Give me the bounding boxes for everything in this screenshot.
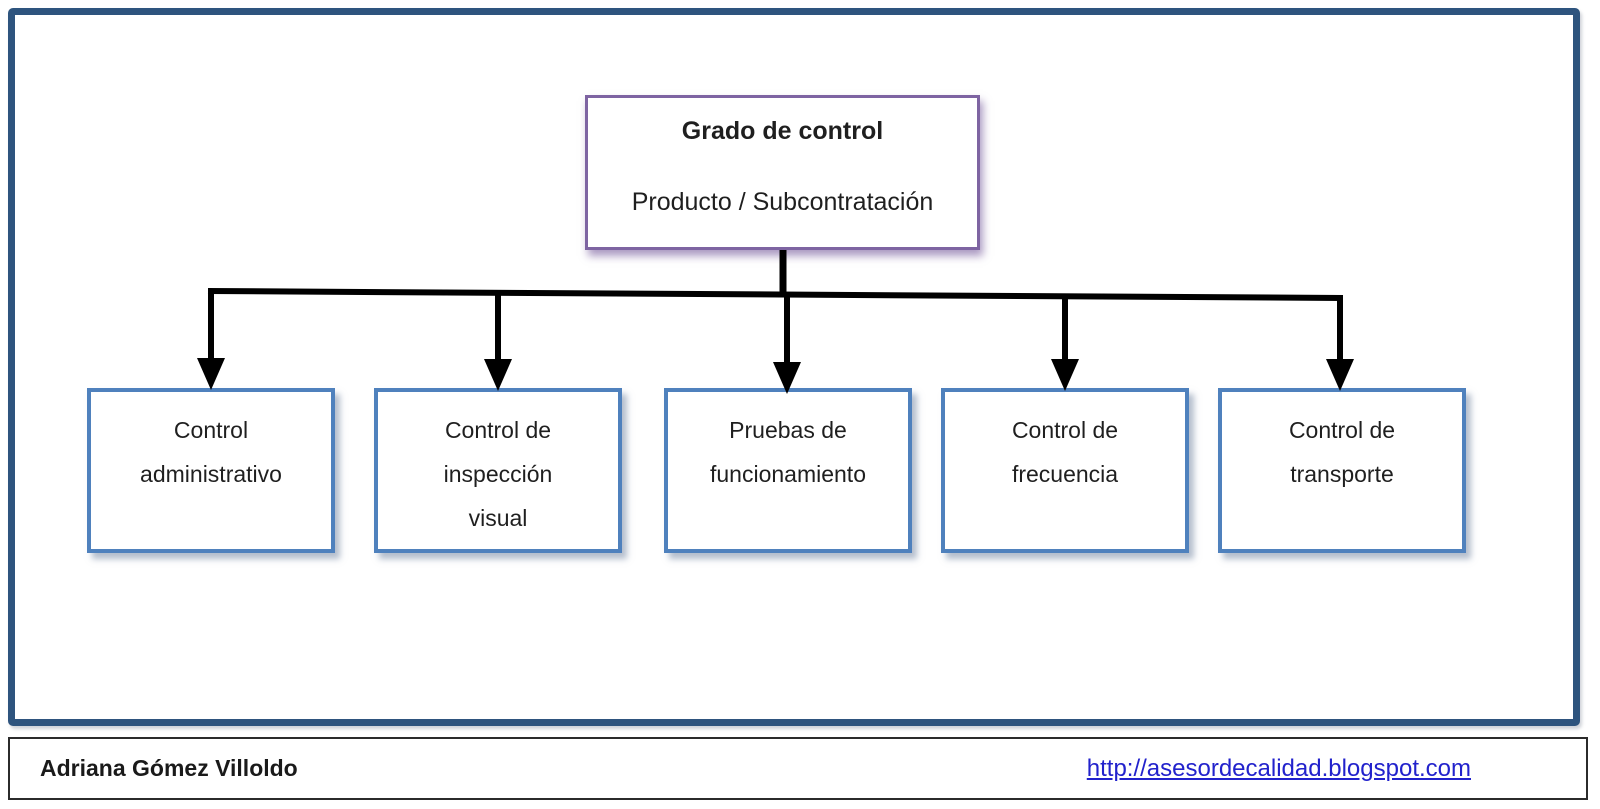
node-control-frecuencia: Control de frecuencia (941, 388, 1189, 553)
node-label: Control de frecuencia (1011, 417, 1119, 487)
node-label: Pruebas de funcionamiento (710, 417, 866, 487)
node-control-transporte: Control de transporte (1218, 388, 1466, 553)
footer-bar: Adriana Gómez Villoldo http://asesordeca… (8, 737, 1588, 800)
node-control-inspeccion-visual: Control de inspección visual (374, 388, 622, 553)
node-control-administrativo: Control administrativo (87, 388, 335, 553)
node-label: Control administrativo (140, 417, 282, 487)
node-label: Control de inspección visual (443, 417, 553, 531)
root-node-subtitle: Producto / Subcontratación (631, 188, 934, 216)
node-pruebas-funcionamiento: Pruebas de funcionamiento (664, 388, 912, 553)
node-label: Control de transporte (1288, 417, 1396, 487)
footer-author: Adriana Gómez Villoldo (40, 755, 298, 781)
root-node-grado-de-control: Grado de control Producto / Subcontratac… (585, 95, 980, 250)
footer-blog-link[interactable]: http://asesordecalidad.blogspot.com (1086, 754, 1471, 782)
root-node-title: Grado de control (681, 117, 884, 145)
